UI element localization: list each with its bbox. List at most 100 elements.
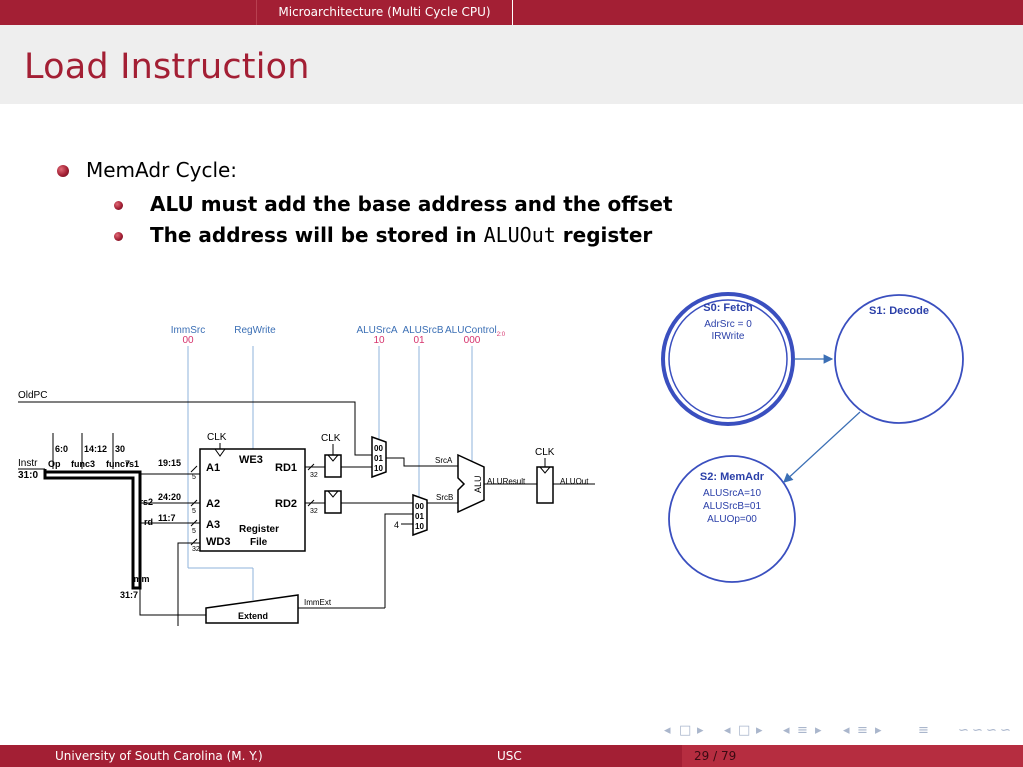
- ctrl-alusrca-value: 10: [373, 335, 385, 346]
- srca-mux: [371, 435, 387, 479]
- width-5-a3: 5: [192, 528, 196, 535]
- srca-mux-01: 01: [374, 454, 383, 463]
- immext-label: ImmExt: [304, 598, 332, 607]
- ctrl-immsrc-label: ImmSrc: [171, 325, 205, 336]
- rf-a2: A2: [206, 498, 220, 510]
- bottom-info-bar: University of South Carolina (M. Y.) USC…: [0, 745, 1023, 767]
- nav-slide-frame-icon[interactable]: □: [679, 723, 692, 738]
- alu-label: ALU: [473, 475, 483, 493]
- field-14-12: 14:12: [84, 444, 107, 454]
- bullet-ball-icon: [114, 232, 123, 241]
- bullet-ball-icon: [57, 165, 69, 177]
- srcb-mux: [412, 493, 428, 537]
- aluresult-label: ALUResult: [487, 477, 526, 486]
- ctrl-regwrite-label: RegWrite: [234, 325, 276, 336]
- s2-line-2: ALUSrcB=01: [703, 501, 762, 512]
- clk-label-aluout: CLK: [535, 447, 555, 458]
- s0-line-2: IRWrite: [712, 331, 745, 342]
- s2-line-3: ALUOp=00: [707, 514, 757, 525]
- aluout-label: ALUOut: [560, 477, 589, 486]
- register-a: [324, 454, 342, 478]
- field-funct7: func7: [106, 459, 130, 469]
- main-bullet-text: MemAdr Cycle:: [86, 158, 238, 182]
- register-b: [324, 490, 342, 514]
- sub-bullet-2-text: The address will be stored in ALUOut reg…: [150, 223, 652, 247]
- width-5-a2: 5: [192, 508, 196, 515]
- alu: [457, 453, 485, 514]
- fsm-diagram: S0: Fetch AdrSrc = 0 IRWrite S1: Decode …: [661, 292, 964, 583]
- nav-prev-slide-icon[interactable]: ◂: [664, 723, 671, 738]
- clk-label-a: CLK: [321, 433, 341, 444]
- width-5-a1: 5: [192, 474, 196, 481]
- nav-frame-icon[interactable]: □: [738, 723, 751, 738]
- width-32-rd1: 32: [310, 472, 318, 479]
- rf-a3: A3: [206, 519, 220, 531]
- s2-title: S2: MemAdr: [700, 471, 765, 483]
- nav-next-section-icon[interactable]: ▸: [875, 723, 882, 738]
- field-30: 30: [115, 444, 125, 454]
- nav-next-subsection-icon[interactable]: ▸: [815, 723, 822, 738]
- field-funct3: func3: [71, 459, 95, 469]
- nav-back-icon[interactable]: ∽: [986, 723, 997, 738]
- rf-rd2: RD2: [275, 498, 297, 510]
- section-title[interactable]: Microarchitecture (Multi Cycle CPU): [256, 0, 513, 25]
- width-32-wd3: 32: [192, 546, 200, 553]
- s0-line-1: AdrSrc = 0: [704, 319, 752, 330]
- rf-a1: A1: [206, 462, 220, 474]
- nav-next-frame-icon[interactable]: ▸: [756, 723, 763, 738]
- aluout-register: [536, 466, 554, 504]
- page-number: 29 / 79: [694, 749, 737, 763]
- sub-bullet-1-text: ALU must add the base address and the of…: [150, 192, 673, 216]
- nav-subsection-icon[interactable]: ≡: [797, 723, 808, 738]
- srcb-mux-10: 10: [415, 522, 424, 531]
- rf-wd3: WD3: [206, 536, 230, 548]
- nav-forward-icon[interactable]: ∽: [1000, 723, 1011, 738]
- ctrl-immsrc-value: 00: [182, 335, 194, 346]
- srcb-mux-01: 01: [415, 512, 424, 521]
- s0-title: S0: Fetch: [703, 302, 753, 314]
- title-bar: Load Instruction: [0, 25, 1023, 104]
- nav-prev-frame-icon[interactable]: ◂: [724, 723, 731, 738]
- state-s0-outer: [661, 292, 795, 426]
- oldpc-label: OldPC: [18, 390, 47, 401]
- ctrl-alusrcb-label: ALUSrcB: [402, 325, 443, 336]
- state-s1: [834, 294, 964, 424]
- extend-label: Extend: [238, 611, 268, 621]
- field-rd-bits: 11:7: [158, 513, 176, 523]
- clk-label: CLK: [207, 432, 227, 443]
- srcb-mux-00: 00: [415, 502, 424, 511]
- ctrl-alusrca-label: ALUSrcA: [356, 325, 397, 336]
- nav-search-icon[interactable]: ∽: [958, 723, 969, 738]
- srca-mux-10: 10: [374, 464, 383, 473]
- srcb-label: SrcB: [436, 493, 453, 502]
- field-rd: rd: [144, 517, 153, 527]
- nav-section-icon[interactable]: ≡: [857, 723, 868, 738]
- s1-title: S1: Decode: [869, 305, 929, 317]
- footer-institution: USC: [497, 749, 522, 763]
- width-32-rd2: 32: [310, 508, 318, 515]
- field-imm: Imm: [131, 574, 150, 584]
- field-rs2: rs2: [139, 497, 153, 507]
- footer-author: University of South Carolina (M. Y.): [55, 749, 263, 763]
- sub-bullet-2-pre: The address will be stored in: [150, 223, 484, 247]
- nav-toc-icon[interactable]: ≡: [918, 723, 929, 738]
- bullet-ball-icon: [114, 201, 123, 210]
- aluout-code: ALUOut: [483, 223, 556, 247]
- field-6-0: 6:0: [55, 444, 68, 454]
- extend-unit: [205, 594, 299, 624]
- nav-prev-section-icon[interactable]: ◂: [843, 723, 850, 738]
- ctrl-alucontrol-label: ALUControl2:0: [445, 325, 506, 338]
- multicycle-datapath-diagram: ImmSrc 00 RegWrite ALUSrcA 10 ALUSrcB 01…: [18, 325, 595, 626]
- field-op: Op: [48, 459, 61, 469]
- field-imm-bits: 31:7: [120, 590, 138, 600]
- nav-prev-subsection-icon[interactable]: ◂: [783, 723, 790, 738]
- state-s2: [668, 455, 796, 583]
- register-file: [199, 448, 306, 552]
- transition-s1-s2: [783, 411, 861, 483]
- nav-next-slide-icon[interactable]: ▸: [697, 723, 704, 738]
- nav-zoom-icon[interactable]: ∽: [972, 723, 983, 738]
- rf-we3: WE3: [239, 454, 263, 466]
- instr-label: Instr: [18, 458, 38, 469]
- top-navigation-bar: Microarchitecture (Multi Cycle CPU): [0, 0, 1023, 25]
- const-4: 4: [394, 520, 399, 530]
